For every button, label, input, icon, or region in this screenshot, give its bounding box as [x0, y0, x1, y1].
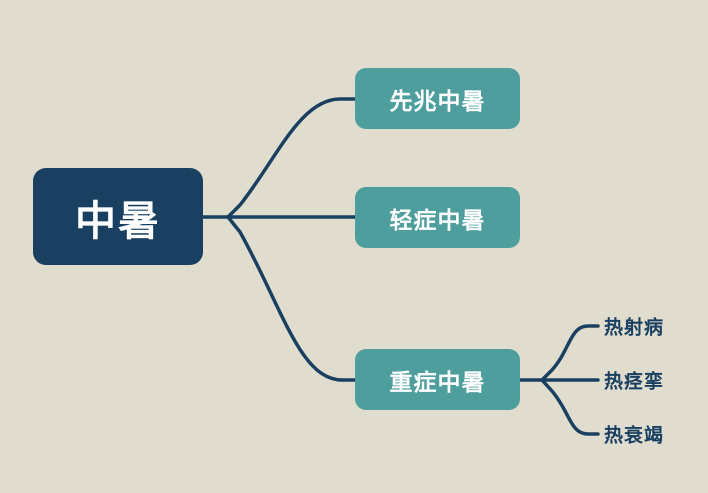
- branch-node-2[interactable]: 轻症中暑: [355, 187, 520, 248]
- edge-root-to-branch-3: [226, 215, 358, 382]
- branch-node-1[interactable]: 先兆中暑: [355, 68, 520, 129]
- edge-branch-3-to-leaf-3: [540, 378, 600, 436]
- root-node-heatstroke[interactable]: 中暑: [33, 168, 203, 265]
- leaf-label-3[interactable]: 热衰竭: [604, 425, 665, 447]
- edge-root-to-branch-1: [226, 97, 358, 219]
- edge-branch-3-to-leaf-1: [540, 324, 600, 382]
- branch-node-3[interactable]: 重症中暑: [355, 349, 520, 410]
- leaf-label-1[interactable]: 热射病: [604, 317, 665, 339]
- leaf-label-2[interactable]: 热痉挛: [604, 371, 665, 393]
